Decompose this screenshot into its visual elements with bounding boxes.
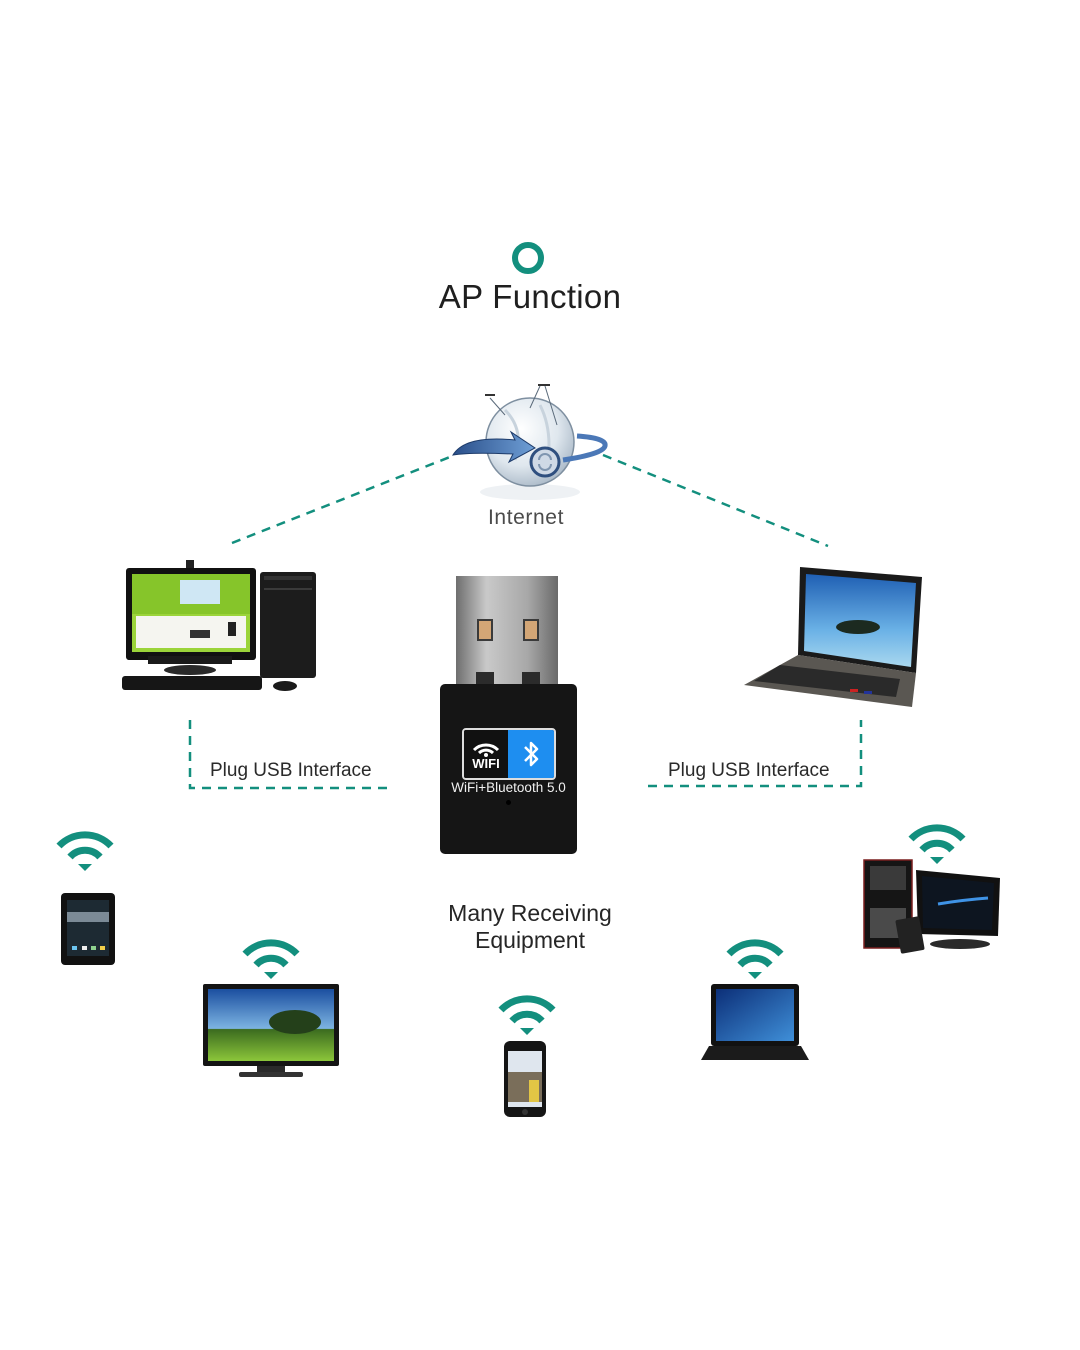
internet-to-desktop-line — [231, 453, 456, 545]
desktop-computer-icon — [122, 560, 316, 691]
wifi-signal-icon — [241, 936, 301, 980]
desktop-connection-label: Plug USB Interface — [210, 760, 372, 781]
wifi-badge-text: WIFI — [472, 755, 500, 771]
tablet-device — [60, 892, 116, 971]
tv-device — [203, 984, 339, 1087]
internet-label: Internet — [487, 506, 564, 529]
smartphone-device — [503, 1040, 547, 1123]
laptop-connection-label: Plug USB Interface — [668, 760, 830, 781]
bluetooth-badge — [508, 730, 554, 778]
wifi-badge: WIFI — [464, 730, 508, 778]
internet-to-laptop-line — [602, 453, 829, 548]
wifi-icon — [472, 743, 500, 757]
desktop-usb-line — [188, 720, 388, 790]
usb-connector — [440, 576, 577, 854]
tv-icon — [203, 984, 339, 1077]
internet-hub — [445, 380, 615, 505]
wifi-signal-icon — [907, 821, 967, 865]
wifi-signal-icon — [497, 992, 557, 1036]
receivers-label-line1: Many Receiving — [448, 900, 612, 926]
laptop-usb-line — [648, 720, 863, 788]
receiver-laptop-device — [701, 984, 809, 1067]
adapter-product-text: WiFi+Bluetooth 5.0 — [451, 780, 566, 795]
title-ring-icon — [512, 242, 544, 274]
desktop-computer-device — [120, 558, 320, 696]
wifi-signal-icon — [55, 828, 115, 872]
desktop-computer-icon — [863, 859, 1000, 954]
page-title: AP Function — [438, 278, 622, 315]
usb-adapter: WIFI WiFi+Bluetooth 5.0 — [440, 576, 577, 854]
receiver-desktop-device — [862, 858, 1004, 961]
globe-icon — [452, 384, 608, 500]
laptop-icon — [701, 984, 809, 1060]
receivers-label-line2: Equipment — [475, 927, 585, 953]
laptop-icon — [744, 567, 922, 707]
wifi-signal-icon — [725, 936, 785, 980]
laptop-device — [740, 565, 925, 713]
receivers-label: Many Receiving Equipment — [420, 900, 640, 954]
tablet-icon — [61, 893, 115, 965]
adapter-led — [506, 800, 511, 805]
smartphone-icon — [504, 1041, 546, 1117]
wifi-bluetooth-badge: WIFI — [462, 728, 556, 780]
bluetooth-icon — [524, 741, 539, 767]
